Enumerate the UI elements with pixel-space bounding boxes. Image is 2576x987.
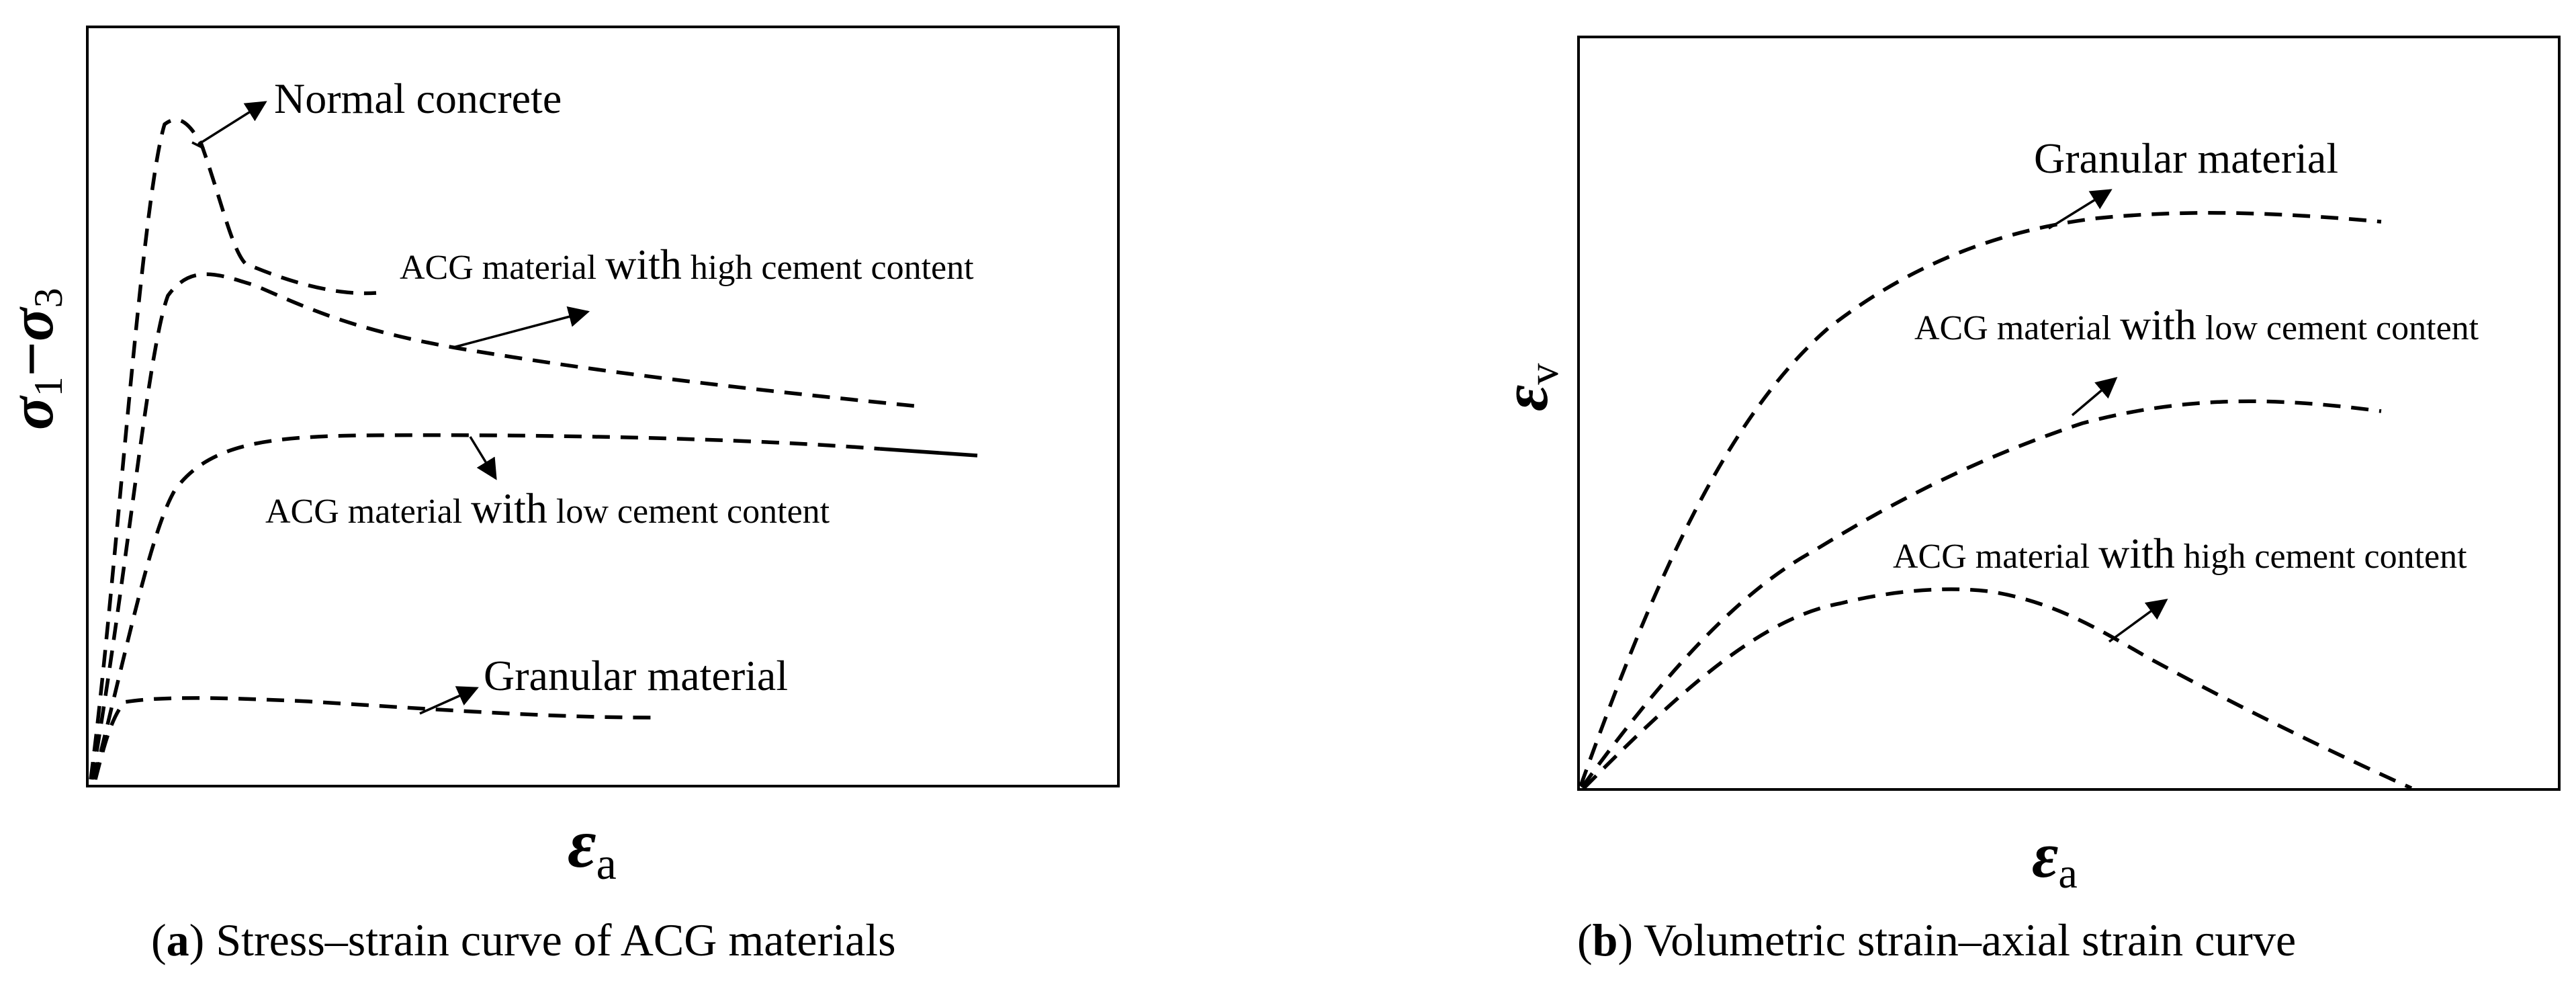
panel-a-curve-low-cement [92, 433, 881, 780]
panel-a-caption-letter: a [167, 914, 189, 965]
panel-a-arrow-high-cement [453, 306, 590, 349]
panel-a-curve-normal-concrete [89, 118, 377, 780]
panel-b-yaxis-subscript: v [1519, 363, 1567, 385]
panel-a-yaxis-sub2: 3 [26, 288, 71, 308]
panel-b-curve-granular [1579, 211, 2382, 787]
panel-a-yaxis-dash: − [0, 341, 66, 376]
panel-a-label-high-cement-post: high cement content [682, 249, 974, 287]
panel-a-label-normal-concrete: Normal concrete [274, 75, 562, 122]
panel-b: Granular material ACG material with low … [1489, 36, 2561, 965]
panel-b-yaxis-label: εv [1489, 363, 1567, 411]
panel-b-caption-letter: b [1593, 914, 1618, 965]
panel-b-label-granular: Granular material [2034, 134, 2338, 182]
panel-b-caption: (b) Volumetric strain–axial strain curve [1577, 914, 2296, 965]
panel-a: Normal concrete ACG material with high c… [0, 26, 1120, 965]
panel-a-label-high-cement-with: with [605, 241, 682, 288]
panel-b-label-high-cement: ACG material with high cement content [1893, 529, 2467, 577]
panel-b-plot-frame [1577, 36, 2561, 791]
panel-b-arrow-granular [2048, 189, 2113, 230]
panel-a-label-low-cement-pre: ACG material [265, 492, 471, 531]
panel-a-plot-frame [86, 26, 1120, 787]
panel-a-arrow-granular [419, 686, 479, 715]
panel-a-xaxis-label: εa [568, 805, 617, 889]
panel-b-label-low-cement-pre: ACG material [1914, 309, 2120, 347]
panel-a-curve-high-cement [90, 272, 921, 780]
panel-b-xaxis-symbol: ε [2032, 819, 2058, 891]
panel-b-curve-low-cement [1580, 399, 2382, 789]
panel-a-arrow-low-cement [469, 436, 497, 480]
panel-b-label-high-cement-pre: ACG material [1893, 538, 2098, 576]
panel-a-label-low-cement: ACG material with low cement content [265, 484, 830, 532]
panel-a-caption-text: Stress–strain curve of ACG materials [216, 914, 895, 965]
panel-b-curve-high-cement [1583, 587, 2413, 790]
panel-b-yaxis-symbol: ε [1489, 385, 1561, 411]
panel-a-label-low-cement-with: with [471, 484, 547, 532]
panel-a-xaxis-subscript: a [596, 838, 617, 889]
panel-b-xaxis-label: εa [2032, 819, 2078, 897]
panel-b-xaxis-subscript: a [2058, 849, 2077, 897]
panel-a-label-low-cement-post: low cement content [547, 492, 830, 531]
panel-b-arrow-low-cement [2071, 376, 2118, 417]
panel-a-curve-granular [93, 696, 652, 780]
panel-b-label-high-cement-post: high cement content [2175, 538, 2467, 576]
panel-a-label-high-cement-pre: ACG material [400, 249, 605, 287]
panel-a-label-high-cement: ACG material with high cement content [400, 241, 974, 288]
panel-a-yaxis-s2: σ [0, 306, 66, 341]
panel-a-caption: (a) Stress–strain curve of ACG materials [151, 914, 896, 965]
panel-a-yaxis-label: σ1−σ3 [0, 288, 71, 430]
panel-b-caption-text: Volumetric strain–axial strain curve [1644, 914, 2296, 965]
panel-b-label-low-cement: ACG material with low cement content [1914, 301, 2479, 349]
panel-a-xaxis-symbol: ε [568, 805, 596, 882]
panel-a-arrow-normal-concrete [197, 101, 267, 146]
panel-b-label-low-cement-with: with [2120, 301, 2196, 349]
panel-a-tick-normal-concrete [191, 141, 205, 150]
panel-b-label-high-cement-with: with [2098, 529, 2175, 577]
panel-a-curve-low-cement-tail [879, 447, 978, 458]
panel-a-label-granular: Granular material [484, 652, 788, 699]
panel-a-yaxis-s1: σ [0, 395, 66, 430]
panel-b-label-low-cement-post: low cement content [2196, 309, 2479, 347]
panel-a-yaxis-sub1: 1 [26, 376, 71, 396]
panel-b-arrow-high-cement [2108, 599, 2168, 643]
